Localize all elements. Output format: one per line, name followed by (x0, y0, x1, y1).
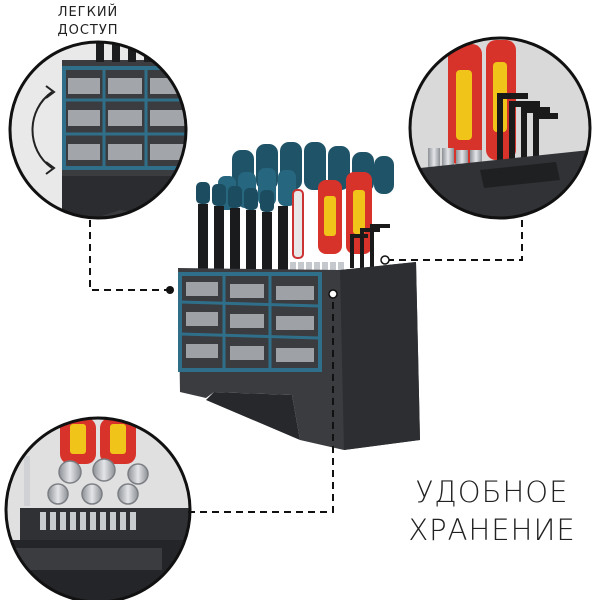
easy-access-line1: ЛЕГКИЙ (57, 5, 119, 20)
bit-trays (178, 272, 322, 372)
storage-caption: УДОБНОЕ ХРАНЕНИЕ (392, 473, 592, 549)
rotate-arrow-icon (31, 85, 56, 175)
inset-easy-access (8, 40, 188, 220)
callout-lines (89, 220, 523, 513)
storage-line2: ХРАНЕНИЕ (408, 513, 576, 547)
hex-key-set (350, 224, 390, 268)
easy-access-caption: ЛЕГКИЙ ДОСТУП (28, 4, 148, 40)
tool-organizer (178, 142, 420, 450)
callout-dots (166, 255, 390, 299)
easy-access-line2: ДОСТУП (57, 23, 119, 38)
inset-hex-keys (408, 36, 592, 220)
screwdriver-handles (196, 142, 394, 272)
bit-row (290, 262, 344, 276)
storage-line1: УДОБНОЕ (415, 475, 569, 509)
inset-sockets (4, 416, 192, 600)
